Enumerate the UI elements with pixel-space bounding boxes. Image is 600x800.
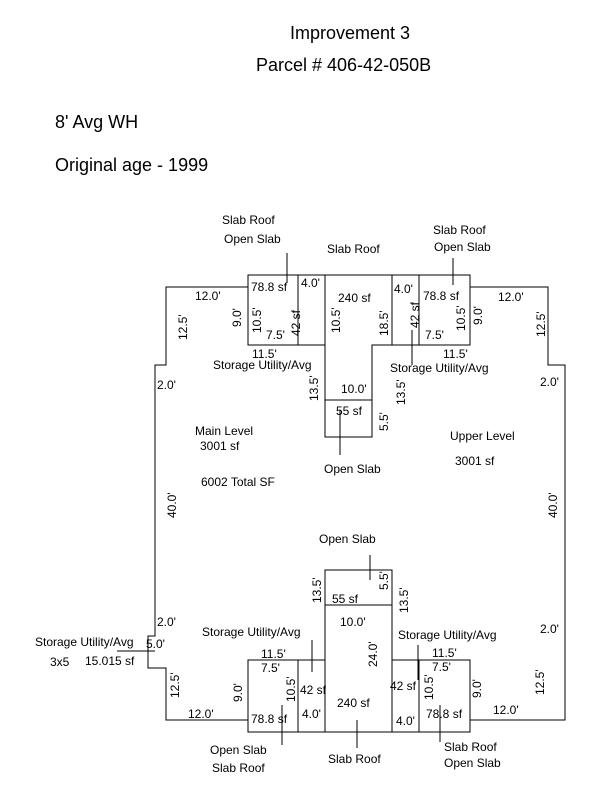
dim-right-2-lower: 2.0': [540, 622, 559, 636]
dim-right-12-5-upper: 12.5': [534, 311, 548, 337]
dim-bottom-10: 10.0': [340, 615, 366, 629]
dim-bottom-right-10-5: 10.5': [422, 674, 436, 700]
dim-top-10: 10.0': [341, 382, 367, 396]
main-level-label: Main Level: [195, 424, 253, 438]
label-top-center-slab-roof: Slab Roof: [327, 242, 380, 256]
dim-top-5-5: 5.5': [377, 412, 391, 431]
dim-left-40: 40.0': [165, 492, 179, 518]
dim-left-2-upper: 2.0': [157, 378, 176, 392]
dim-top-left-9: 9.0': [230, 308, 244, 327]
label-bottom-open-slab: Open Slab: [319, 532, 376, 546]
area-top-center-slab: 240 sf: [338, 291, 371, 305]
area-top-right-slab: 78.8 sf: [423, 289, 460, 303]
dim-top-18-5: 18.5': [377, 310, 391, 336]
dim-bottom-right-4: 4.0': [396, 714, 415, 728]
label-top-left-storage: Storage Utility/Avg: [213, 358, 312, 372]
dim-top-13-5-right: 13.5': [394, 379, 408, 405]
dim-bottom-left-7-5: 7.5': [261, 661, 280, 675]
main-level-area: 3001 sf: [200, 439, 240, 453]
dim-right-12-5-lower: 12.5': [533, 669, 547, 695]
dim-bottom-left-12: 12.0': [188, 707, 214, 721]
original-age-note: Original age - 1999: [55, 155, 209, 175]
dim-top-right-12: 12.0': [498, 290, 524, 304]
dim-left-5: 5.0': [146, 637, 165, 651]
dim-right-2-upper: 2.0': [540, 375, 559, 389]
dim-right-40: 40.0': [546, 492, 560, 518]
label-top-right-open-slab: Open Slab: [434, 240, 491, 254]
label-bottom-left-storage: Storage Utility/Avg: [202, 625, 301, 639]
dim-left-12-5-lower: 12.5': [168, 672, 182, 698]
label-bottom-center-slab-roof: Slab Roof: [328, 752, 381, 766]
wall-height-note: 8' Avg WH: [55, 112, 139, 132]
dim-bottom-13-5-left: 13.5': [310, 577, 324, 603]
drawing-title: Improvement 3: [290, 23, 411, 43]
area-bottom-right-storage: 42 sf: [390, 679, 417, 693]
dim-top-13-5-left: 13.5': [307, 375, 321, 401]
dim-bottom-left-4: 4.0': [302, 707, 321, 721]
area-bottom-open-slab: 55 sf: [332, 592, 359, 606]
small-storage-area: 15.015 sf: [85, 654, 135, 668]
area-bottom-left-slab: 78.8 sf: [251, 712, 288, 726]
dim-bottom-right-9: 9.0': [470, 679, 484, 698]
upper-level-area: 3001 sf: [455, 454, 495, 468]
upper-level-label: Upper Level: [450, 429, 515, 443]
area-top-left-slab: 78.8 sf: [251, 280, 288, 294]
label-top-open-slab: Open Slab: [324, 462, 381, 476]
label-bottom-right-storage: Storage Utility/Avg: [398, 628, 497, 642]
dim-bottom-13-5-right: 13.5': [397, 587, 411, 613]
small-storage-size: 3x5: [50, 655, 70, 669]
label-bottom-left-open-slab: Open Slab: [210, 743, 267, 757]
dim-bottom-right-12: 12.0': [493, 703, 519, 717]
label-top-left-open-slab: Open Slab: [224, 232, 281, 246]
area-bottom-center-slab: 240 sf: [337, 696, 370, 710]
dim-bottom-right-11-5: 11.5': [432, 646, 457, 660]
parcel-number: Parcel # 406-42-050B: [256, 55, 432, 75]
label-top-right-storage: Storage Utility/Avg: [390, 361, 489, 375]
dim-bottom-left-10-5: 10.5': [284, 676, 298, 702]
dim-top-left-12: 12.0': [195, 289, 221, 303]
dim-bottom-5-5: 5.5': [377, 571, 391, 590]
label-top-right-slab-roof: Slab Roof: [433, 223, 486, 237]
label-bottom-left-slab-roof: Slab Roof: [212, 761, 265, 775]
dim-top-left-11-5: 11.5': [252, 347, 277, 361]
area-bottom-right-slab: 78.8 sf: [426, 707, 463, 721]
dim-bottom-left-9: 9.0': [231, 683, 245, 702]
dim-top-right-9: 9.0': [471, 306, 485, 325]
total-area: 6002 Total SF: [201, 475, 275, 489]
area-top-open-slab: 55 sf: [336, 404, 363, 418]
dim-bottom-left-11-5: 11.5': [261, 647, 286, 661]
dim-top-left-4: 4.0': [301, 276, 320, 290]
dim-top-right-11-5: 11.5': [443, 347, 468, 361]
label-bottom-right-slab-roof: Slab Roof: [444, 740, 497, 754]
dim-left-2-lower: 2.0': [157, 615, 176, 629]
area-bottom-left-storage: 42 sf: [300, 683, 327, 697]
dim-bottom-24: 24.0': [366, 641, 380, 667]
dim-top-right-4: 4.0': [394, 282, 413, 296]
dim-left-12-5-upper: 12.5': [176, 314, 190, 340]
dim-top-right-7-5: 7.5': [425, 328, 444, 342]
dim-top-center-10-5: 10.5': [329, 307, 343, 333]
area-top-left-storage: 42 sf: [289, 309, 303, 336]
label-top-left-slab-roof: Slab Roof: [222, 213, 275, 227]
area-top-right-storage: 42 sf: [408, 301, 422, 328]
label-small-storage: Storage Utility/Avg: [35, 635, 134, 649]
dim-bottom-right-7-5: 7.5': [432, 660, 451, 674]
dim-top-left-10-5: 10.5': [250, 307, 264, 333]
dim-top-right-10-5: 10.5': [454, 305, 468, 331]
dim-top-left-7-5: 7.5': [266, 328, 285, 342]
label-bottom-right-open-slab: Open Slab: [444, 756, 501, 770]
